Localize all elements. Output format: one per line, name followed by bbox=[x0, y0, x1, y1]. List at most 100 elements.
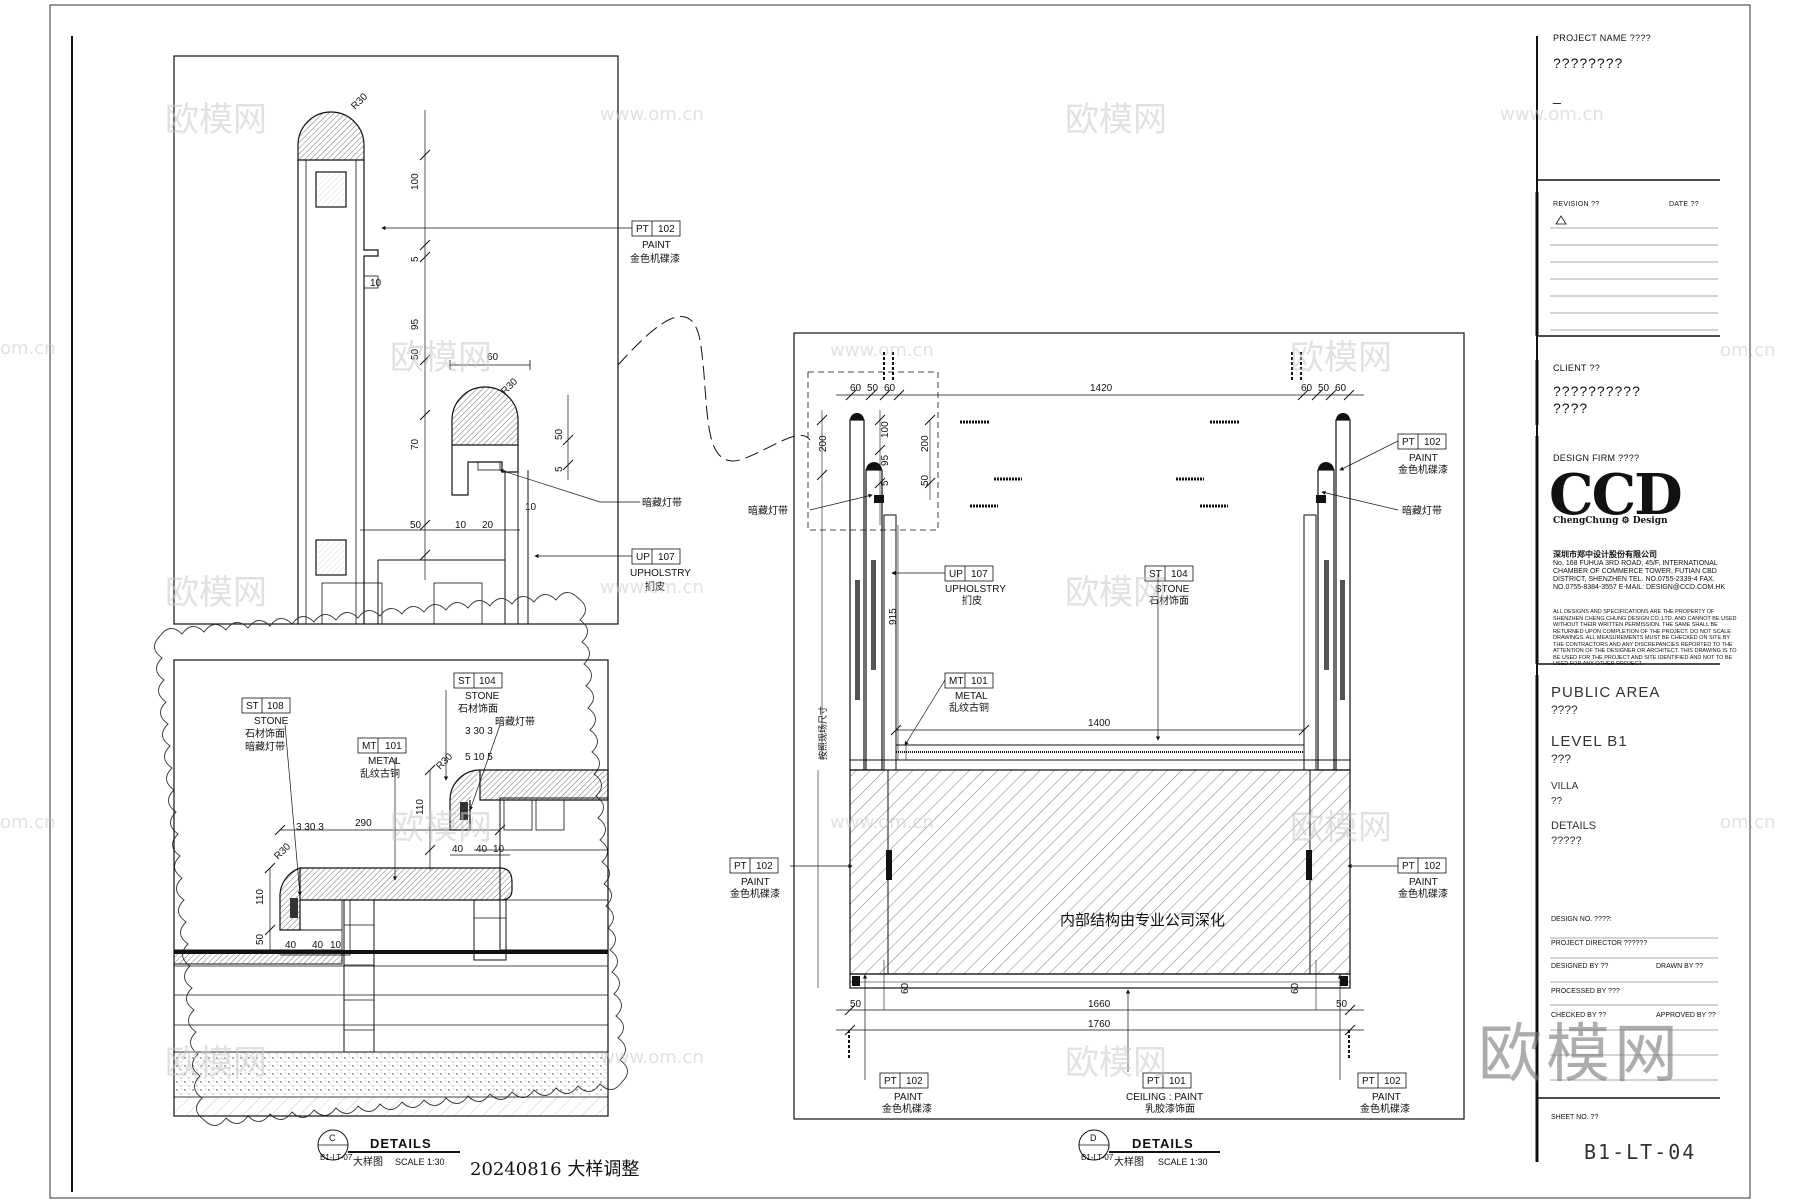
dim-label: R30 bbox=[434, 751, 455, 772]
tag-number: 107 bbox=[658, 552, 675, 563]
dim-label: 10 bbox=[493, 844, 505, 855]
watermark-url: www.om.cn bbox=[830, 812, 934, 833]
area-4: DETAILS bbox=[1551, 820, 1597, 832]
tag-number: 107 bbox=[971, 569, 988, 580]
dim-label: 50 bbox=[920, 474, 931, 486]
dim-label: 40 bbox=[452, 844, 464, 855]
tag-number: 102 bbox=[1384, 1076, 1401, 1087]
watermark-url: om.cn bbox=[0, 338, 56, 359]
watermark-logo: 欧模网 bbox=[1290, 338, 1392, 378]
led-note: 暗藏灯带 bbox=[642, 496, 682, 509]
dim-label: 5 bbox=[554, 466, 565, 472]
led-note: 暗藏灯带 bbox=[748, 504, 788, 517]
detail-d-scale: SCALE 1:30 bbox=[1158, 1157, 1208, 1167]
dim-label: 3 30 3 bbox=[465, 726, 493, 737]
dim-label: 50 bbox=[410, 348, 421, 360]
dim-label: 60 bbox=[884, 383, 896, 394]
tag-material-cn: 金色机碟漆 bbox=[1360, 1102, 1410, 1115]
dim-label: 20 bbox=[482, 520, 494, 531]
watermark-url: om.cn bbox=[1720, 340, 1776, 361]
watermark-logo: 欧模网 bbox=[165, 1043, 267, 1083]
dim-label: R30 bbox=[349, 91, 370, 112]
tag-number: 101 bbox=[385, 741, 402, 752]
dim-label: 60 bbox=[1290, 982, 1301, 994]
detail-d-letter: D bbox=[1090, 1133, 1097, 1143]
tag-material: UPHOLSTRY bbox=[630, 568, 691, 579]
tag-material-cn: 石材饰面 bbox=[458, 702, 498, 715]
project-director: PROJECT DIRECTOR ?????? bbox=[1551, 940, 1648, 947]
detail-c-text: ST 108 STONE 石材饰面 暗藏灯带 ST 104 STONE 石材饰面… bbox=[245, 676, 639, 1180]
tag-material-cn: 扪皮 bbox=[962, 594, 982, 607]
dim-label: 50 bbox=[1336, 999, 1348, 1010]
dim-label: 60 bbox=[850, 383, 862, 394]
area-2-cn: ??? bbox=[1551, 752, 1572, 766]
watermark-big: 欧模网 bbox=[1478, 1018, 1682, 1092]
tag-code: MT bbox=[362, 741, 376, 752]
area-4-cn: ????? bbox=[1551, 835, 1582, 847]
detail-top-dimensions: R30 100 5 95 50 70 50 10 20 60 R30 50 5 … bbox=[349, 91, 565, 531]
client-label: CLIENT ?? bbox=[1553, 363, 1601, 373]
detail-c-title: DETAILS bbox=[370, 1136, 432, 1151]
watermark-url: www.om.cn bbox=[1500, 104, 1604, 125]
dim-label: 5 10 5 bbox=[465, 752, 493, 763]
watermark-logo: 欧模网 bbox=[1065, 1043, 1167, 1083]
tag-number: 102 bbox=[906, 1076, 923, 1087]
tag-material-cn: 扪皮 bbox=[645, 580, 665, 593]
watermark-logo: 欧模网 bbox=[1065, 100, 1167, 140]
tag-code: ST bbox=[1149, 569, 1162, 580]
area-3: VILLA bbox=[1551, 781, 1579, 792]
watermark-logo: 欧模网 bbox=[390, 338, 492, 378]
tag-material-cn: 乱纹古铜 bbox=[360, 767, 400, 780]
detail-d-subtitle: 大样图 bbox=[1114, 1155, 1144, 1168]
detail-c-cloud bbox=[154, 592, 628, 1126]
legal-note: ALL DESIGNS AND SPECIFICATIONS ARE THE P… bbox=[1553, 609, 1737, 667]
watermark-url: www.om.cn bbox=[600, 1047, 704, 1068]
tag-material-cn: 乳胶漆饰面 bbox=[1145, 1102, 1195, 1115]
dim-label: 95 bbox=[410, 318, 421, 330]
detail-c-ref: B1-LT-07 bbox=[320, 1153, 353, 1162]
area-1: PUBLIC AREA bbox=[1551, 684, 1661, 701]
watermark-url: www.om.cn bbox=[830, 340, 934, 361]
detail-c-subtitle: 大样图 bbox=[353, 1155, 383, 1168]
dim-label: 1660 bbox=[1088, 999, 1111, 1010]
vertical-note: 按照现场尺寸 bbox=[817, 706, 828, 760]
watermark-logo: 欧模网 bbox=[390, 808, 492, 848]
watermark-url: om.cn bbox=[0, 812, 56, 833]
tag-number: 102 bbox=[658, 224, 675, 235]
title-block bbox=[1535, 36, 1720, 1162]
dim-label: 915 bbox=[888, 608, 899, 625]
tag-material: UPHOLSTRY bbox=[945, 584, 1006, 595]
dim-label: 40 bbox=[312, 940, 324, 951]
firm-address: No. 168 FUHUA 3RD ROAD, 45/F, INTERNATIO… bbox=[1553, 560, 1726, 591]
dim-label: 10 bbox=[455, 520, 467, 531]
dim-label: 10 bbox=[525, 502, 537, 513]
dim-label: 100 bbox=[880, 421, 891, 438]
tag-material: PAINT bbox=[741, 877, 770, 888]
dim-label: 60 bbox=[487, 352, 499, 363]
tag-material-cn: 金色机碟漆 bbox=[730, 887, 780, 900]
dim-label: 60 bbox=[1335, 383, 1347, 394]
watermark-logo: 欧模网 bbox=[165, 573, 267, 613]
design-no: DESIGN NO. ????: bbox=[1551, 916, 1612, 923]
dim-label: 1760 bbox=[1088, 1019, 1111, 1030]
tag-number: 104 bbox=[479, 676, 496, 687]
design-firm-label: DESIGN FIRM ???? bbox=[1553, 453, 1640, 463]
dim-label: 60 bbox=[900, 982, 911, 994]
checked-by: CHECKED BY ?? bbox=[1551, 1012, 1607, 1019]
watermark-logo: 欧模网 bbox=[165, 100, 267, 140]
tag-material-cn: 金色机碟漆 bbox=[1398, 463, 1448, 476]
detail-d-section bbox=[729, 332, 1465, 1161]
tag-material-cn: 金色机碟漆 bbox=[1398, 887, 1448, 900]
detail-c-letter: C bbox=[329, 1133, 336, 1143]
dim-label: R30 bbox=[272, 841, 293, 862]
tag-code: ST bbox=[458, 676, 471, 687]
date-label: DATE ?? bbox=[1669, 201, 1699, 208]
tag-material-cn: 石材饰面 bbox=[1149, 594, 1189, 607]
designed-by: DESIGNED BY ?? bbox=[1551, 963, 1609, 970]
dim-label: 5 bbox=[410, 256, 421, 262]
led-note: 暗藏灯带 bbox=[245, 740, 285, 753]
dim-label: 40 bbox=[476, 844, 488, 855]
tag-code: ST bbox=[246, 701, 259, 712]
dim-label: 50 bbox=[410, 520, 422, 531]
project-name-dash: _ bbox=[1553, 88, 1562, 104]
